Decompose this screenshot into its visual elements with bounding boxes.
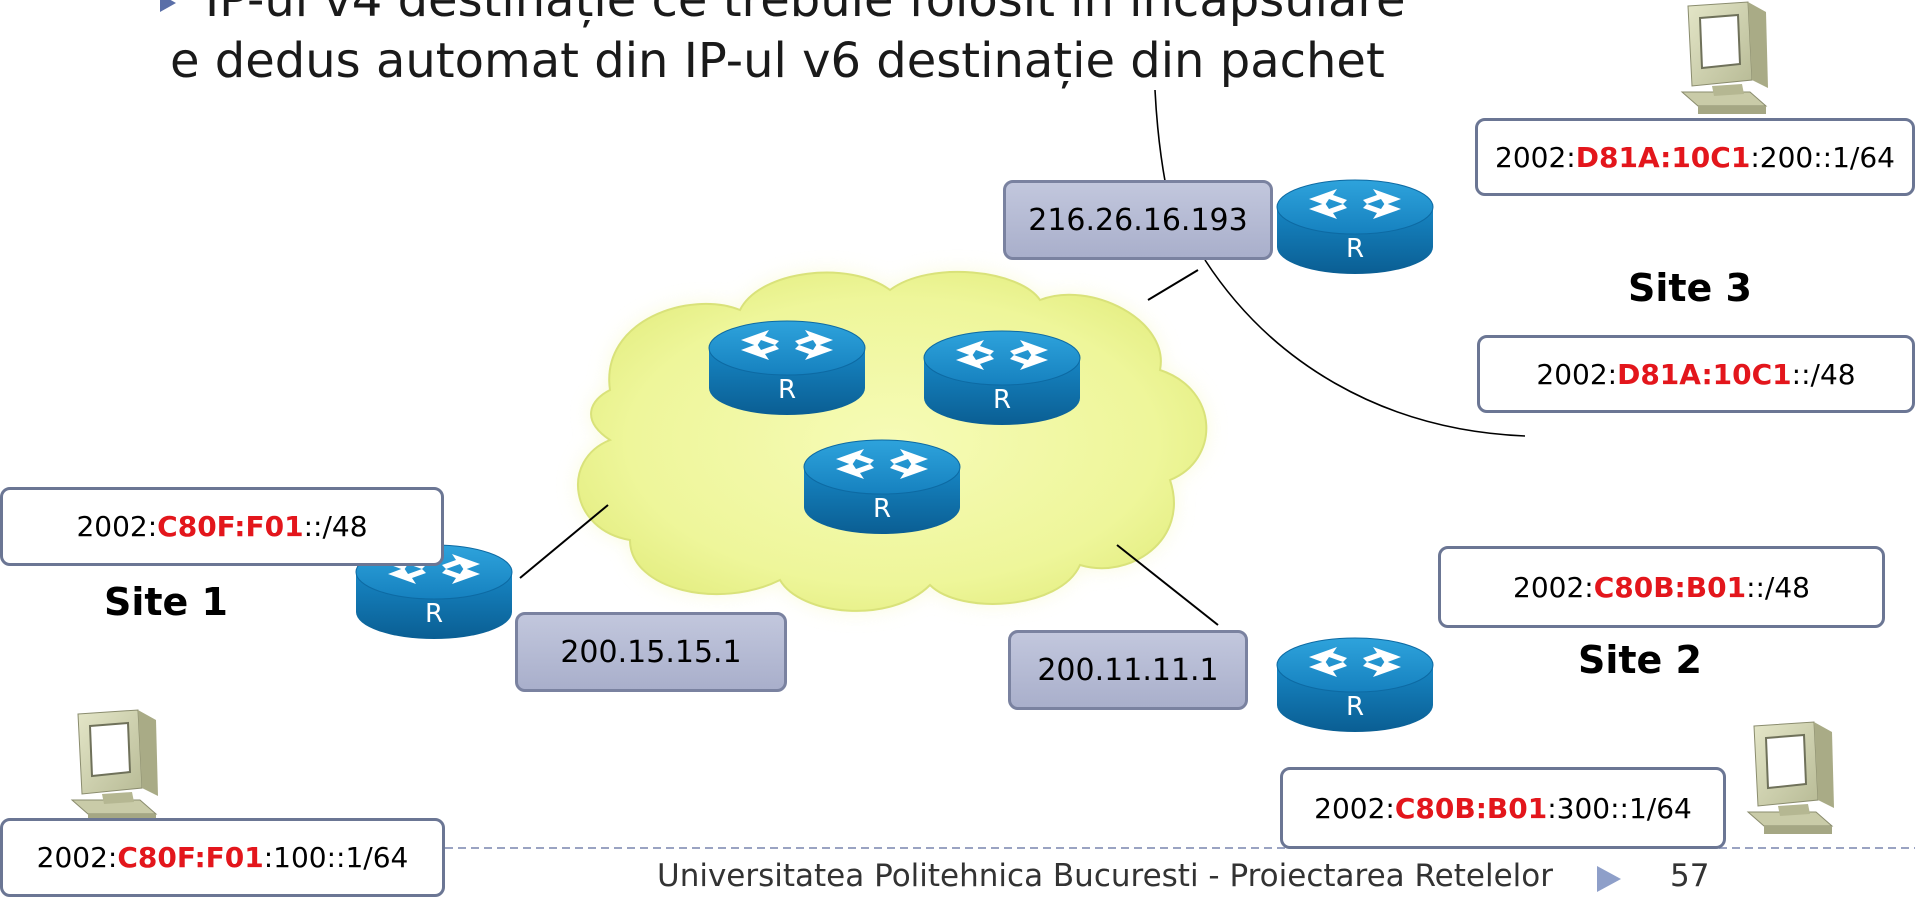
computer-site1-icon (71, 709, 159, 823)
footer-arrow-icon (1597, 866, 1621, 892)
router-core-1 (708, 320, 866, 416)
footer-text: Universitatea Politehnica Bucuresti - Pr… (657, 858, 1553, 894)
site1-ipv4: 200.15.15.1 (515, 612, 787, 692)
site1-prefix: 2002:C80F:F01::/48 (0, 487, 444, 566)
site2-label: Site 2 (1578, 638, 1703, 682)
router-site3 (1276, 179, 1434, 275)
computer-site3-icon (1681, 1, 1769, 115)
computer-site2-icon (1747, 721, 1835, 835)
title-line-2: e dedus automat din IP-ul v6 destinație … (170, 33, 1385, 89)
site3-label: Site 3 (1628, 266, 1753, 310)
router-core-2 (923, 330, 1081, 426)
title-line-1: IP-ul v4 destinație ce trebuie folosit î… (205, 0, 1406, 28)
site2-prefix: 2002:C80B:B01::/48 (1438, 546, 1885, 628)
router-core-3 (803, 439, 961, 535)
site3-host-address: 2002:D81A:10C1:200::1/64 (1475, 118, 1915, 196)
site3-prefix: 2002: D81A:10C1::/48 (1477, 335, 1915, 413)
site3-ipv4: 216.26.16.193 (1003, 180, 1273, 260)
page-number: 57 (1670, 858, 1710, 894)
site1-label: Site 1 (104, 580, 229, 624)
router-site2 (1276, 637, 1434, 733)
site1-host-address: 2002:C80F:F01:100::1/64 (0, 818, 445, 897)
bullet-arrow-icon (160, 0, 176, 12)
site2-host-address: 2002:C80B:B01:300::1/64 (1280, 767, 1726, 849)
site2-ipv4: 200.11.11.1 (1008, 630, 1248, 710)
